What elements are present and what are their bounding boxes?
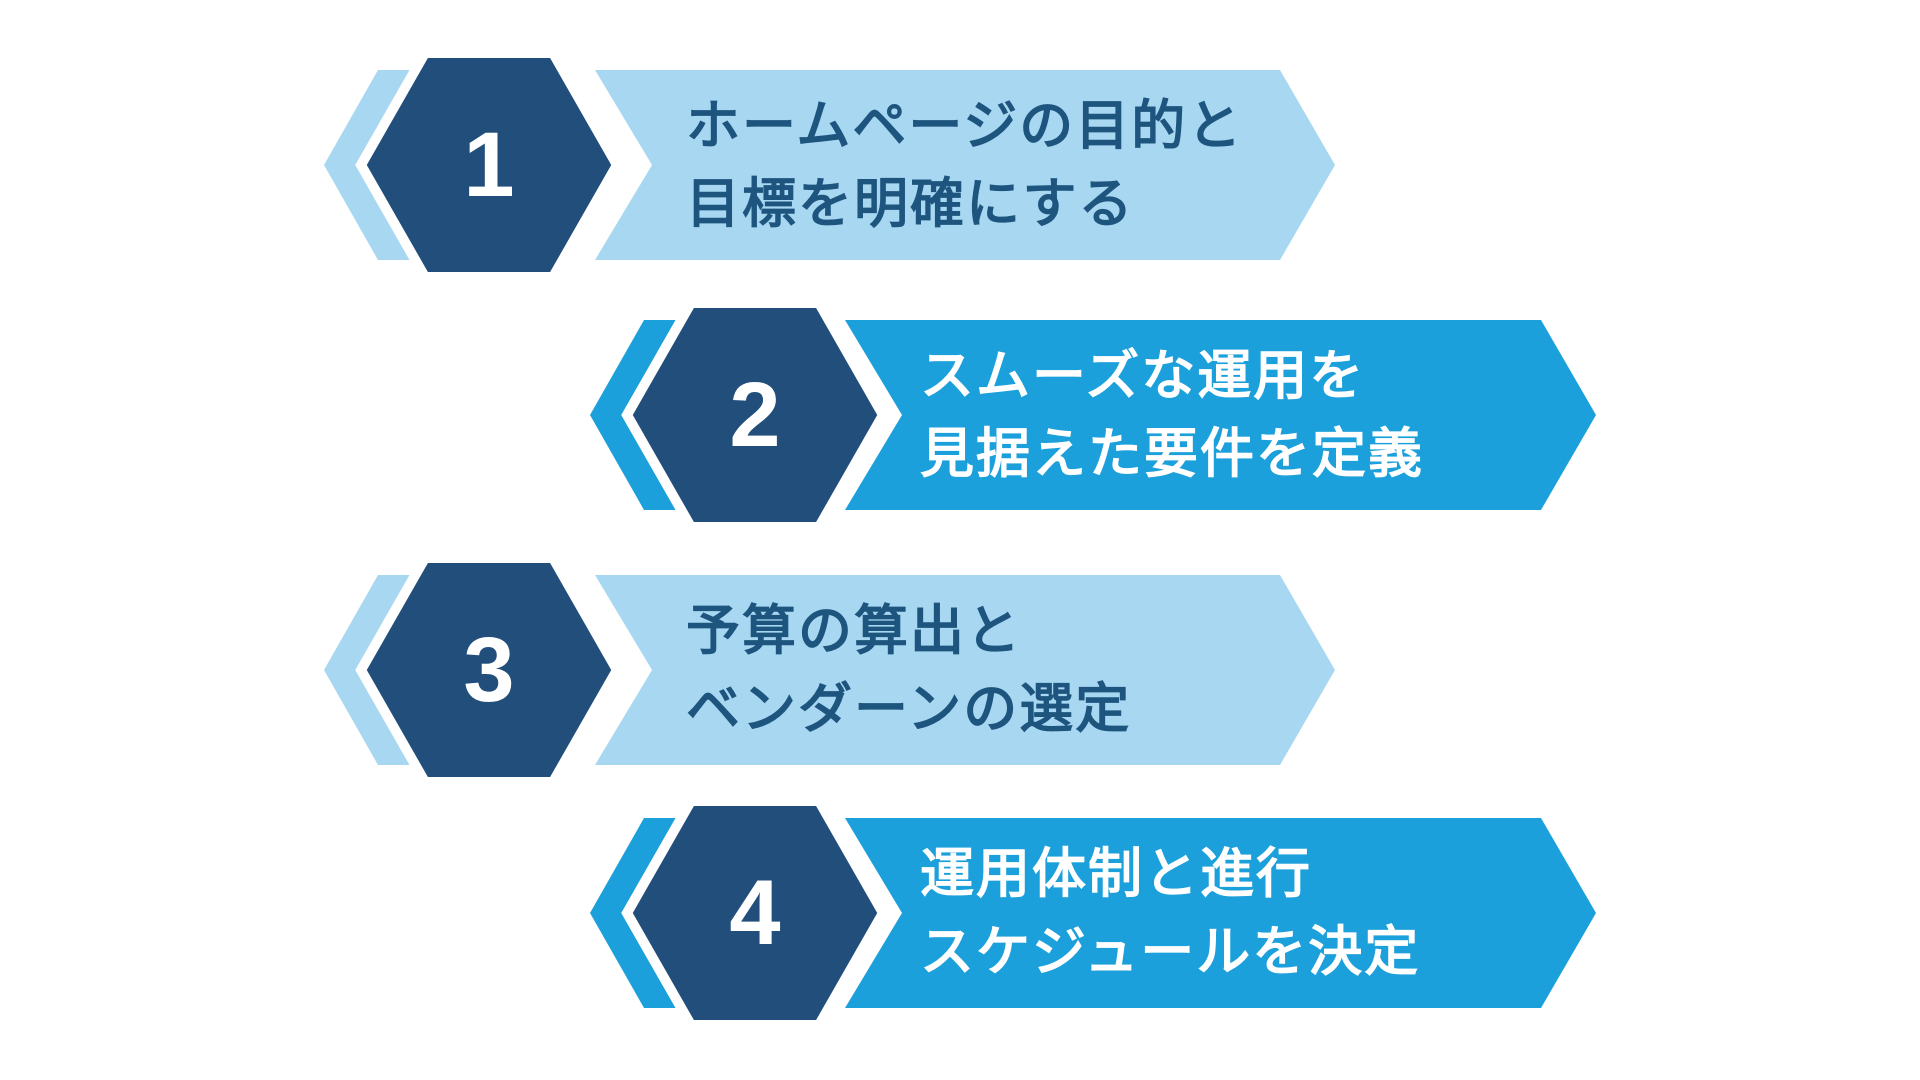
step-1-badge-hexagon xyxy=(355,48,623,282)
step-3-banner-arrow xyxy=(595,575,1335,765)
step-2-badge-hexagon xyxy=(621,298,889,532)
step-1-number: 1 xyxy=(463,114,514,216)
step-1-banner-arrow xyxy=(595,70,1335,260)
step-4-number: 4 xyxy=(729,862,780,964)
step-3-title-line2: ベンダーンの選定 xyxy=(686,679,1131,739)
step-2-banner-arrow xyxy=(845,320,1596,510)
step-4-title-line2: スケジュールを決定 xyxy=(920,922,1420,982)
step-2-title-line2: 見据えた要件を定義 xyxy=(920,424,1424,484)
step-3-badge-hexagon xyxy=(355,553,623,787)
step-1-title-line1: ホームページの目的と xyxy=(686,96,1243,156)
step-1-title-line2: 目標を明確にする xyxy=(686,174,1135,234)
step-2-title-line1: スムーズな運用を xyxy=(920,346,1365,406)
step-3: 3 予算の算出と ベンダーンの選定 xyxy=(324,553,1335,787)
step-4: 4 運用体制と進行 スケジュールを決定 xyxy=(590,796,1596,1030)
step-3-number: 3 xyxy=(463,619,514,721)
step-2: 2 スムーズな運用を 見据えた要件を定義 xyxy=(590,298,1596,532)
step-4-banner-arrow xyxy=(845,818,1596,1008)
step-1: 1 ホームページの目的と 目標を明確にする xyxy=(324,48,1335,282)
step-2-number: 2 xyxy=(729,364,780,466)
step-4-title-line1: 運用体制と進行 xyxy=(920,844,1312,904)
step-3-title-line1: 予算の算出と xyxy=(686,601,1022,661)
step-4-badge-hexagon xyxy=(621,796,889,1030)
